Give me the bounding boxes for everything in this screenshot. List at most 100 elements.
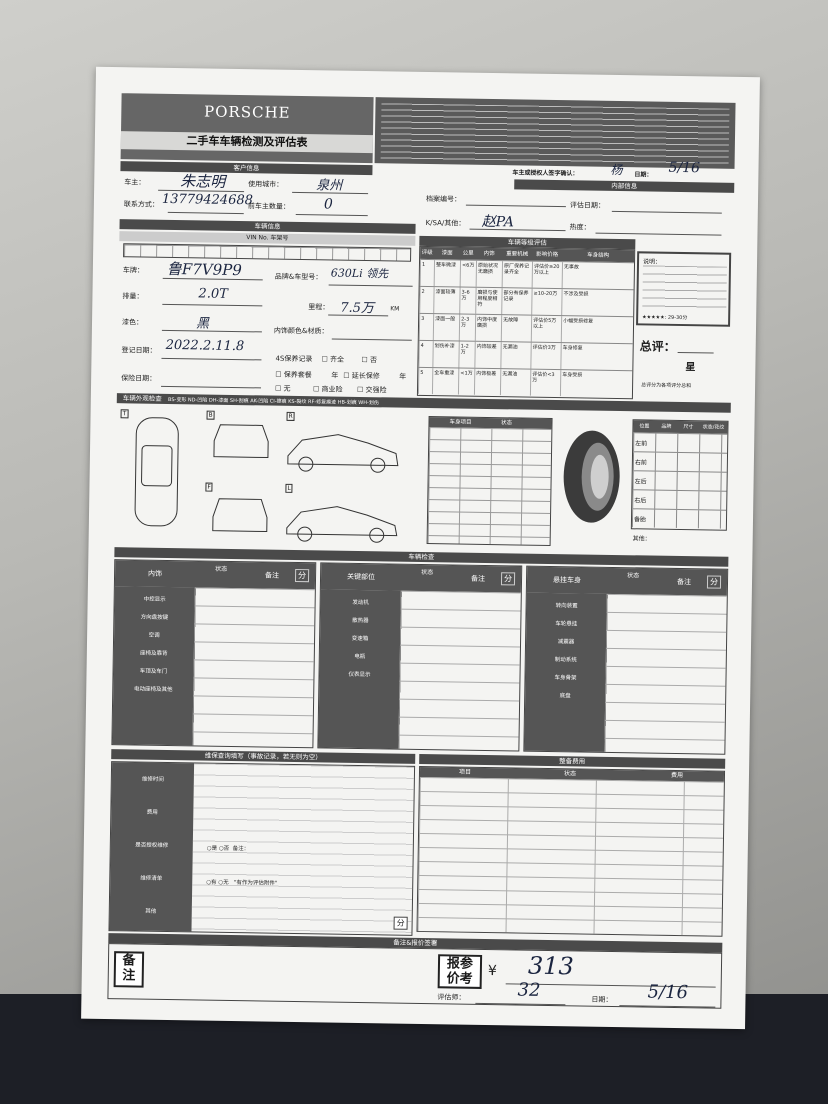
owner-value: 朱志明 (180, 172, 226, 191)
inspection-item: 制动系统 (554, 657, 577, 664)
auth-date-label: 日期： (634, 171, 653, 179)
note-lines (642, 265, 727, 311)
city-label: 使用城市： (248, 180, 284, 189)
contact-label: 联系方式： (123, 200, 159, 209)
price-value: 313 (527, 951, 575, 981)
maint-opt-no[interactable]: ☐ 否 (361, 355, 378, 365)
remark-stamp: 备 注 (113, 951, 145, 988)
tire-position: 左前 (635, 440, 648, 448)
customer-info-bar: 客户信息 (120, 161, 373, 176)
inspection-item: 仪表显示 (348, 671, 371, 679)
left-side-car (286, 506, 398, 537)
grade-cell: 内饰较差 (474, 341, 501, 369)
grade-cell: 部分有保养记录 (501, 288, 532, 315)
maint-opt-complete[interactable]: ☐ 齐全 (321, 355, 345, 364)
reg-value: 2022.2.11.8 (165, 337, 245, 355)
grade-cell: 5 (417, 367, 433, 395)
mileage-value: 7.5万 (340, 300, 375, 317)
inspection-score: 分 (706, 575, 722, 589)
ext-year: 年 (399, 372, 407, 381)
grade-cell: 小幅受损修复 (560, 316, 634, 344)
warranty-year: 年 (331, 371, 339, 380)
tire-row: 左后 (632, 470, 727, 491)
grade-cell: 漆面一般 (432, 314, 460, 341)
none-check[interactable]: ☐ 无 (274, 384, 291, 393)
inspection-item: 车轮悬挂 (555, 621, 578, 628)
inspection-score: 分 (500, 572, 516, 586)
contact-value: 13779424688 (161, 191, 254, 209)
grade-cell: 无故障 (500, 315, 532, 342)
mileage-label: 里程： (308, 303, 330, 312)
auth-yes[interactable]: ○是 ○否 备注： (206, 845, 250, 853)
grade-cell: 评估价5万以上 (530, 315, 562, 343)
maint-label: 4S保养记录 (275, 354, 313, 364)
inspection-remark-label: 备注 (265, 571, 280, 580)
source-label: 热度： (569, 223, 591, 232)
inspection-item: 电动座椅及其他 (133, 686, 173, 694)
grade-cell: 无漏油 (500, 342, 531, 369)
inspection-column-2: 关键部位 状态 备注 分 发动机散热器变速箱电瓶仪表显示 (317, 562, 523, 752)
ins-label: 保险日期： (121, 374, 157, 383)
appraiser-value: 32 (517, 979, 541, 1001)
prev-owners-label: 前车主数量： (247, 202, 290, 211)
rear-view-car (213, 424, 269, 459)
inspection-status-label: 状态 (627, 572, 640, 580)
inspection-item: 中控显示 (143, 596, 166, 603)
interior-label: 内饰颜色&材质： (273, 326, 329, 336)
tire-position: 右前 (634, 459, 647, 467)
model-label: 品牌&车型号： (274, 272, 323, 282)
grade-cell: <1万 (457, 368, 475, 395)
front-view-car (212, 498, 268, 533)
grade-cell: 3 (418, 313, 434, 341)
inspection-column-1: 内饰 状态 备注 分 中控显示方向盘按键空调座椅及靠背车顶及车门电动座椅及其他 (111, 559, 317, 749)
footer-date-label: 日期： (591, 995, 613, 1005)
ka-label: K/SA/其他： (425, 218, 466, 228)
service-row-label: 费用 (146, 809, 158, 816)
traffic-ins-check[interactable]: ☐ 交强险 (356, 385, 387, 395)
currency-symbol: ¥ (487, 963, 497, 980)
inspection-item: 底盘 (559, 693, 571, 700)
ka-value: 赵PA (481, 213, 515, 231)
grade-cell: 内饰极差 (473, 368, 501, 396)
grade-cell: 全车重漆 (431, 368, 459, 395)
mileage-unit: KM (390, 305, 400, 313)
inspection-item: 车身骨架 (554, 675, 577, 682)
service-row-label: 其他 (145, 908, 157, 915)
inspection-item: 变速箱 (351, 635, 369, 643)
grade-cell: 内饰中度磨损 (474, 314, 502, 342)
grade-cell: 不涉及受损 (561, 289, 634, 317)
inspection-col-title: 悬挂车身 (552, 576, 582, 585)
grade-cell: 漆面较薄 (433, 287, 460, 314)
commercial-ins-check[interactable]: ☐ 商业险 (312, 385, 343, 394)
tire-table: 位置 品牌 尺寸 状态/花纹 左前右前左后右后备胎 (630, 419, 729, 531)
inspection-item: 方向盘按键 (140, 614, 169, 621)
grade-cell: 评估价3万 (530, 342, 561, 370)
warranty-check[interactable]: ☐ 保养套餐 (275, 370, 312, 380)
inspection-col-title: 内饰 (148, 569, 163, 578)
ext-check[interactable]: ☐ 延长保修 (343, 371, 380, 381)
inspection-item: 车顶及车门 (139, 668, 168, 675)
grade-cell: 1-2万 (458, 341, 475, 368)
price-stamp: 报参 价考 (437, 954, 483, 989)
tire-row: 右后 (632, 489, 727, 510)
disp-label: 排量： (122, 292, 144, 301)
service-row-label: 维修时间 (141, 776, 164, 783)
tire-status-header: 状态/花纹 (702, 424, 725, 431)
tire-pos-header: 位置 (639, 423, 650, 430)
inspection-item: 散热器 (352, 617, 369, 625)
grade-cell: 4 (418, 340, 433, 368)
view-T: T (120, 409, 129, 419)
grade-cell: ≥10-20万 (531, 288, 562, 316)
car-outline-drawings (134, 417, 399, 543)
list-have[interactable]: ○有 ○无 "有作为评估附件" (206, 879, 278, 887)
city-value: 泉州 (316, 178, 343, 194)
tire-position: 备胎 (633, 516, 647, 524)
tire-row: 右前 (632, 451, 728, 472)
footer-box (107, 943, 723, 1009)
service-score: 分 (393, 916, 408, 930)
tire-size-header: 尺寸 (683, 424, 694, 431)
owner-label: 车主： (124, 178, 146, 187)
inspection-item: 转向装置 (555, 603, 578, 610)
inspection-col-title: 关键部位 (346, 572, 376, 582)
